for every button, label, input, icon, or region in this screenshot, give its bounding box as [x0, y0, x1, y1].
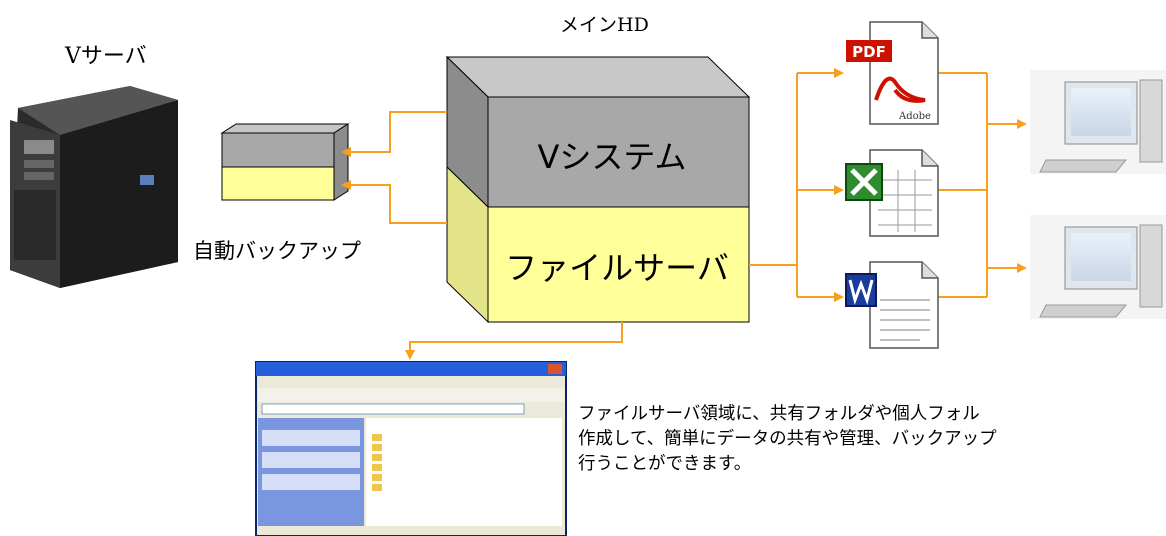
server-label: Vサーバ: [65, 44, 147, 69]
explorer-window-screenshot: [255, 361, 567, 536]
pdf-badge: PDF: [852, 43, 886, 61]
distribution-arrows: [749, 68, 1027, 302]
word-file-icon: [845, 261, 939, 349]
auto-backup-label: 自動バックアップ: [193, 239, 361, 263]
pdf-file-icon: PDF Adobe: [846, 21, 939, 125]
client-pc-icon: [1030, 215, 1166, 319]
backup-storage-icon: [220, 123, 350, 201]
description-line: 行うことができます。: [578, 454, 752, 474]
main-hd-label: メインHD: [560, 14, 649, 36]
description-line: 作成して、簡単にデータの共有や管理、バックアップ: [578, 429, 997, 449]
backup-arrows: [341, 111, 447, 224]
description-line: ファイルサーバ領域に、共有フォルダや個人フォル: [578, 404, 980, 424]
file-server-label: ファイルサーバ: [505, 249, 729, 287]
explorer-arrow: [405, 322, 623, 360]
v-system-label: Vシステム: [538, 138, 687, 176]
adobe-label: Adobe: [898, 111, 931, 122]
client-pc-icon: [1030, 70, 1166, 174]
excel-file-icon: [845, 149, 939, 237]
server-tower-icon: [10, 86, 178, 288]
main-hd-block: Vシステム ファイルサーバ: [445, 55, 751, 324]
description-text: ファイルサーバ領域に、共有フォルダや個人フォル 作成して、簡単にデータの共有や管…: [578, 402, 997, 477]
